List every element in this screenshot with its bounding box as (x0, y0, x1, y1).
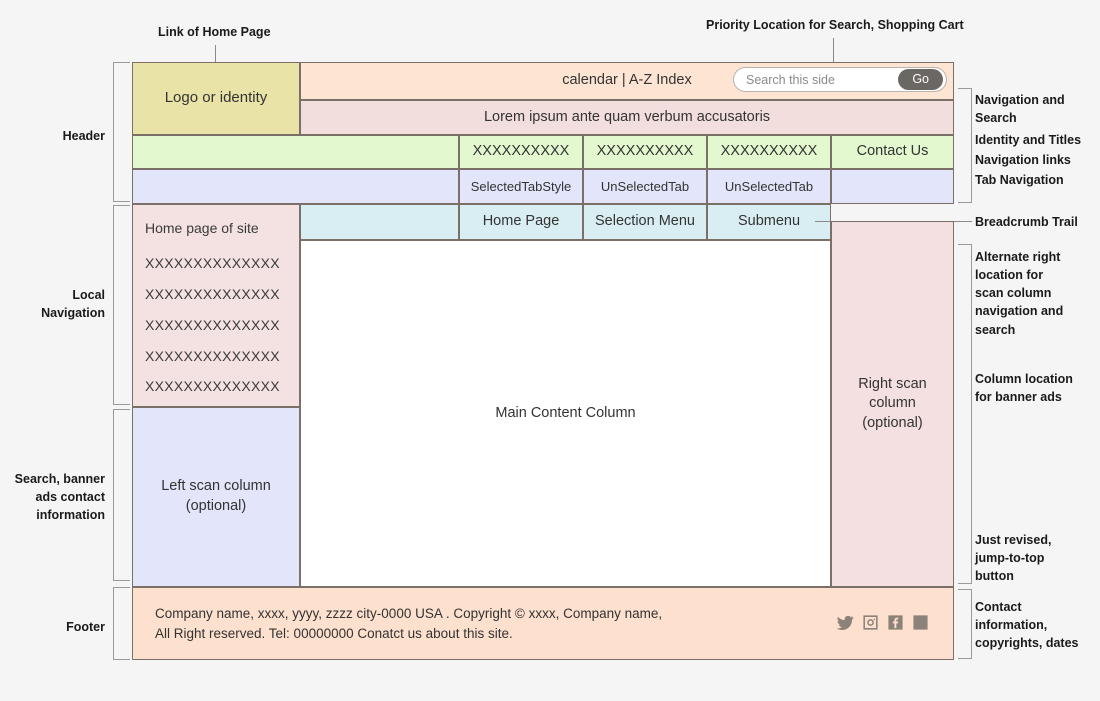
annotation-link-home-page: Link of Home Page (158, 25, 271, 39)
annotation-column-banner-ads: Column location for banner ads (975, 372, 1073, 405)
instagram-icon[interactable] (862, 614, 879, 631)
left-scan-column: Left scan column (optional) (132, 407, 300, 587)
local-nav-item-3[interactable]: XXXXXXXXXXXXXX (145, 316, 280, 333)
footer-block: Company name, xxxx, yyyy, zzzz city-0000… (132, 587, 954, 660)
annotation-contact-copyright-dates: Contact information, copyrights, dates (975, 600, 1079, 651)
search-go-button[interactable]: Go (898, 69, 943, 90)
annotation-alternate-right-location: Alternate right location for scan column… (975, 250, 1064, 337)
tagline-bar: Lorem ipsum ante quam verbum accusatoris (300, 100, 954, 135)
nav-link-2[interactable]: XXXXXXXXXX (583, 135, 707, 169)
annotation-tab-navigation: Tab Navigation (975, 173, 1064, 187)
annotation-local-navigation: Local Navigation (41, 288, 105, 321)
annotation-navigation-links: Navigation links (975, 153, 1071, 167)
bracket-header-right (958, 88, 972, 203)
bracket-alternate-right (958, 244, 972, 584)
logo-block[interactable]: Logo or identity (132, 62, 300, 135)
breadcrumb-spacer (300, 204, 459, 240)
annotation-priority-search-cart: Priority Location for Search, Shopping C… (706, 18, 964, 32)
utility-bar-links[interactable]: calendar | A-Z Index (562, 72, 692, 89)
breadcrumb-home-page[interactable]: Home Page (459, 204, 583, 240)
nav-link-1[interactable]: XXXXXXXXXX (459, 135, 583, 169)
bracket-footer-right (958, 589, 972, 659)
annotation-breadcrumb-trail: Breadcrumb Trail (975, 215, 1078, 229)
bracket-local-navigation (113, 205, 130, 405)
bracket-footer (113, 587, 130, 660)
breadcrumb-submenu[interactable]: Submenu (707, 204, 831, 240)
local-nav-item-5[interactable]: XXXXXXXXXXXXXX (145, 378, 280, 395)
annotation-header: Header (62, 129, 105, 143)
nav-links-spacer (132, 135, 459, 169)
local-nav-item-2[interactable]: XXXXXXXXXXXXXX (145, 285, 280, 302)
facebook-icon[interactable] (887, 614, 904, 631)
footer-text: Company name, xxxx, yyyy, zzzz city-0000… (155, 606, 663, 641)
local-navigation-column: Home page of site XXXXXXXXXXXXXX XXXXXXX… (132, 204, 300, 407)
twitter-icon[interactable] (837, 614, 854, 631)
tab-row-end-spacer (831, 169, 954, 204)
main-content-column: Main Content Column (300, 240, 831, 587)
local-nav-item-1[interactable]: XXXXXXXXXXXXXX (145, 254, 280, 271)
annotation-footer: Footer (66, 620, 105, 634)
tab-unselected-2[interactable]: UnSelectedTab (707, 169, 831, 204)
annotation-navigation-and-search: Navigation and Search (975, 93, 1065, 126)
tab-selected[interactable]: SelectedTabStyle (459, 169, 583, 204)
search-box[interactable]: Search this side Go (733, 67, 947, 92)
bracket-header (113, 62, 130, 202)
tab-row-spacer (132, 169, 459, 204)
bracket-search-banner-contact (113, 409, 130, 581)
breadcrumb-selection-menu[interactable]: Selection Menu (583, 204, 707, 240)
footer-social-links (837, 614, 929, 631)
annotation-just-revised-jump-top: Just revised, jump-to-top button (975, 533, 1052, 584)
right-scan-column: Right scan column (optional) (831, 221, 954, 587)
nav-link-contact-us[interactable]: Contact Us (831, 135, 954, 169)
annotation-identity-and-titles: Identity and Titles (975, 133, 1082, 147)
linkedin-icon[interactable] (912, 614, 929, 631)
annotation-search-banner-contact: Search, banner ads contact information (14, 472, 105, 523)
nav-link-3[interactable]: XXXXXXXXXX (707, 135, 831, 169)
leader-line-priority-search-cart (833, 38, 834, 83)
local-nav-item-4[interactable]: XXXXXXXXXXXXXX (145, 347, 280, 364)
tab-unselected-1[interactable]: UnSelectedTab (583, 169, 707, 204)
leader-line-breadcrumb (958, 221, 972, 222)
local-nav-home[interactable]: Home page of site (145, 220, 259, 236)
search-input[interactable]: Search this side (746, 72, 835, 87)
